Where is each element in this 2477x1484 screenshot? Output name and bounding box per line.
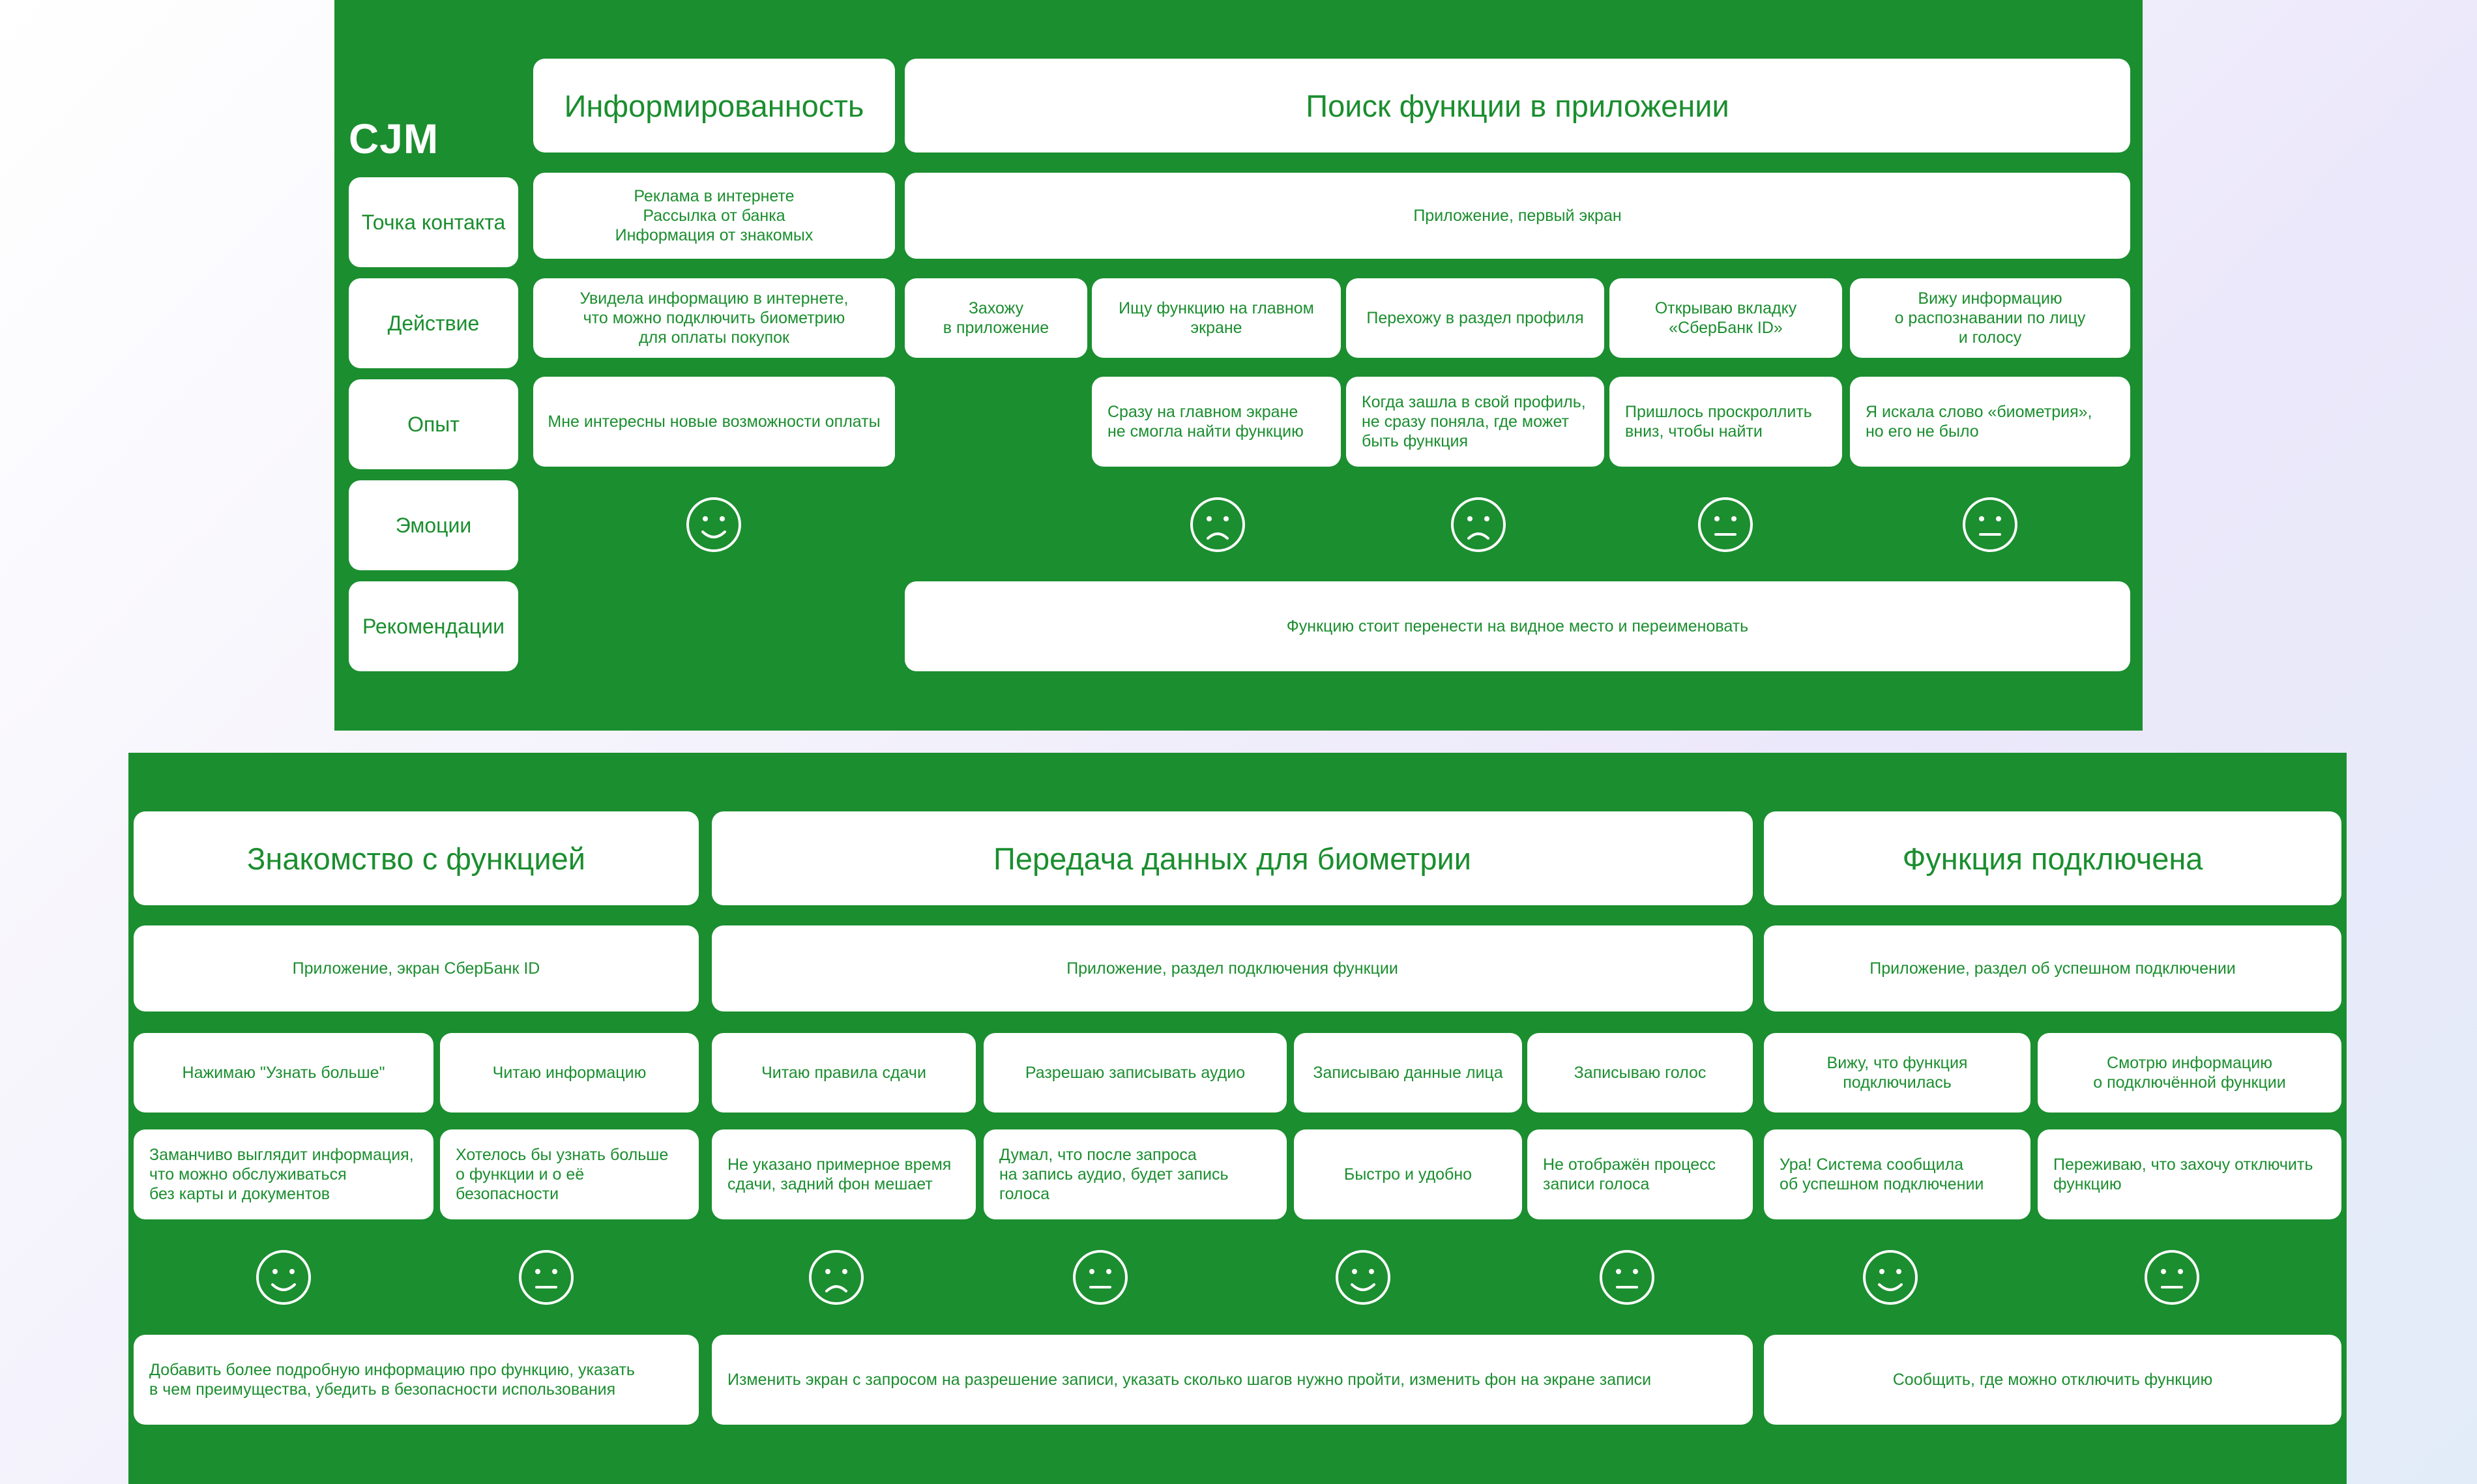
stage-title-data-transfer: Передача данных для биометрии bbox=[712, 811, 1753, 905]
cjm-title: CJM bbox=[349, 115, 439, 162]
row-label-action: Действие bbox=[349, 278, 518, 368]
happy-face-icon bbox=[1334, 1248, 1392, 1307]
touchpoint-introduction: Приложение, экран СберБанк ID bbox=[134, 925, 699, 1011]
experience-card: Я искала слово «биометрия», но его не бы… bbox=[1850, 377, 2130, 467]
neutral-face-icon bbox=[1961, 495, 2019, 554]
action-card: Открываю вкладку «СберБанк ID» bbox=[1609, 278, 1842, 358]
action-card: Записываю данные лица bbox=[1294, 1033, 1522, 1113]
happy-face-icon bbox=[254, 1248, 313, 1307]
experience-card: Быстро и удобно bbox=[1294, 1129, 1522, 1219]
cjm-bottom-panel: Знакомство с функцией Передача данных дл… bbox=[128, 753, 2347, 1484]
action-card: Перехожу в раздел профиля bbox=[1346, 278, 1604, 358]
stage-title-search: Поиск функции в приложении bbox=[905, 59, 2130, 153]
touchpoint-connected: Приложение, раздел об успешном подключен… bbox=[1764, 925, 2341, 1011]
recommendation-data-transfer: Изменить экран с запросом на разрешение … bbox=[712, 1335, 1753, 1425]
recommendation-search: Функцию стоит перенести на видное место … bbox=[905, 581, 2130, 671]
neutral-face-icon bbox=[517, 1248, 576, 1307]
action-card: Нажимаю "Узнать больше" bbox=[134, 1033, 433, 1113]
cjm-top-panel: CJM Точка контакта Действие Опыт Эмоции … bbox=[334, 0, 2143, 731]
happy-face-icon bbox=[1861, 1248, 1920, 1307]
happy-face-icon bbox=[684, 495, 743, 554]
touchpoint-data-transfer: Приложение, раздел подключения функции bbox=[712, 925, 1753, 1011]
touchpoint-search: Приложение, первый экран bbox=[905, 173, 2130, 259]
recommendation-introduction: Добавить более подробную информацию про … bbox=[134, 1335, 699, 1425]
action-card: Ищу функцию на главном экране bbox=[1092, 278, 1341, 358]
action-card: Увидела информацию в интернете, что можн… bbox=[533, 278, 895, 358]
neutral-face-icon bbox=[1071, 1248, 1130, 1307]
action-card: Смотрю информацию о подключённой функции bbox=[2038, 1033, 2341, 1113]
stage-title-connected: Функция подключена bbox=[1764, 811, 2341, 905]
action-card: Читаю правила сдачи bbox=[712, 1033, 976, 1113]
experience-card: Сразу на главном экране не смогла найти … bbox=[1092, 377, 1341, 467]
experience-card: Пришлось проскроллить вниз, чтобы найти bbox=[1609, 377, 1842, 467]
row-label-touchpoint: Точка контакта bbox=[349, 177, 518, 267]
experience-card: Ура! Система сообщила об успешном подклю… bbox=[1764, 1129, 2030, 1219]
action-card: Вижу, что функция подключилась bbox=[1764, 1033, 2030, 1113]
experience-card: Не отображён процесс записи голоса bbox=[1527, 1129, 1753, 1219]
experience-card: Переживаю, что захочу отключить функцию bbox=[2038, 1129, 2341, 1219]
action-card: Читаю информацию bbox=[440, 1033, 699, 1113]
neutral-face-icon bbox=[1598, 1248, 1656, 1307]
experience-card: Заманчиво выглядит информация, что можно… bbox=[134, 1129, 433, 1219]
action-card: Разрешаю записывать аудио bbox=[984, 1033, 1287, 1113]
row-label-recommendations: Рекомендации bbox=[349, 581, 518, 671]
experience-card: Когда зашла в свой профиль, не сразу пон… bbox=[1346, 377, 1604, 467]
touchpoint-awareness: Реклама в интернете Рассылка от банка Ин… bbox=[533, 173, 895, 259]
action-card: Захожу в приложение bbox=[905, 278, 1087, 358]
action-card: Вижу информацию о распознавании по лицу … bbox=[1850, 278, 2130, 358]
row-label-emotions: Эмоции bbox=[349, 480, 518, 570]
neutral-face-icon bbox=[1696, 495, 1755, 554]
experience-card: Мне интересны новые возможности оплаты bbox=[533, 377, 895, 467]
recommendation-connected: Сообщить, где можно отключить функцию bbox=[1764, 1335, 2341, 1425]
stage-title-introduction: Знакомство с функцией bbox=[134, 811, 699, 905]
experience-card: Не указано примерное время сдачи, задний… bbox=[712, 1129, 976, 1219]
experience-card: Хотелось бы узнать больше о функции и о … bbox=[440, 1129, 699, 1219]
sad-face-icon bbox=[807, 1248, 866, 1307]
action-card: Записываю голос bbox=[1527, 1033, 1753, 1113]
sad-face-icon bbox=[1449, 495, 1508, 554]
stage-title-awareness: Информированность bbox=[533, 59, 895, 153]
row-label-experience: Опыт bbox=[349, 379, 518, 469]
experience-card: Думал, что после запроса на запись аудио… bbox=[984, 1129, 1287, 1219]
sad-face-icon bbox=[1188, 495, 1247, 554]
neutral-face-icon bbox=[2143, 1248, 2201, 1307]
